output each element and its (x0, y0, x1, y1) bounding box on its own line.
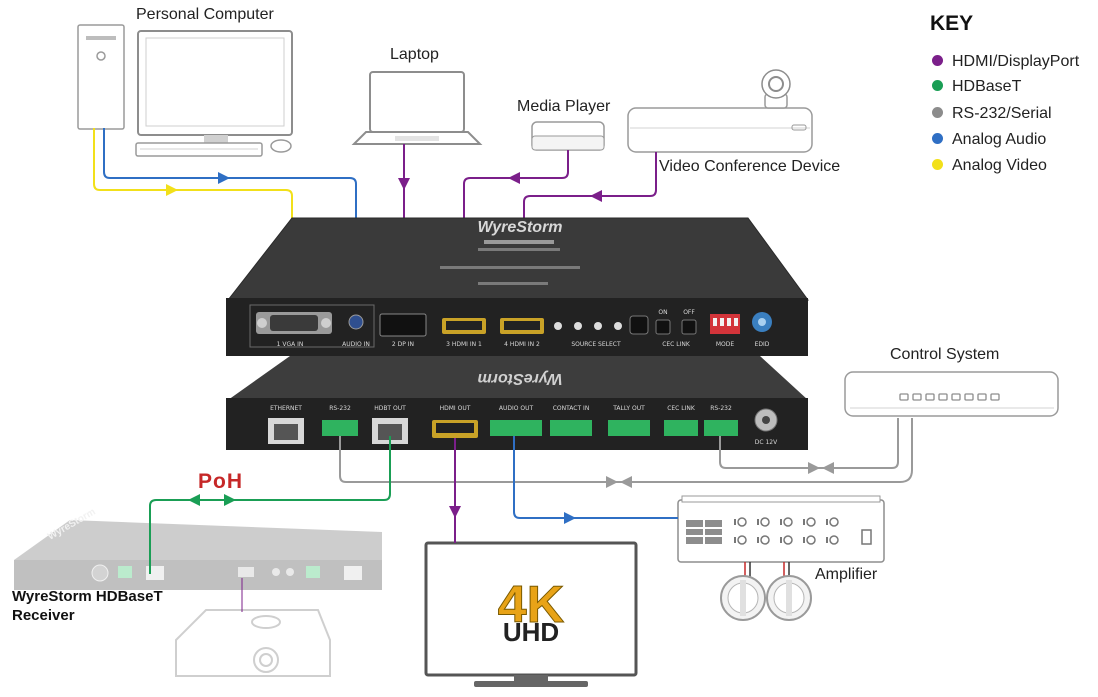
key-item-hdmi: HDMI/DisplayPort (932, 53, 1079, 71)
control-system-icon (844, 371, 1059, 417)
projector-icon (175, 609, 331, 677)
hdbaset-receiver-icon: WyreStorm (14, 506, 382, 590)
rear-port-audio-out: AUDIO OUT (499, 405, 534, 412)
video-conference-device-icon (627, 69, 813, 153)
receiver-label-line2: Receiver (12, 607, 75, 624)
cable-vga-yellow (93, 128, 293, 318)
front-brand-label: WyreStorm (477, 219, 562, 236)
video-conference-label: Video Conference Device (659, 158, 841, 175)
media-player-icon (531, 121, 605, 151)
cec-off-label: OFF (683, 309, 695, 316)
front-port-mode: MODE (716, 341, 735, 348)
personal-computer-icon (77, 24, 293, 157)
key-item-analog-audio: Analog Audio (932, 131, 1046, 149)
wyrestorm-front-unit: WyreStorm ON OFF 1 VGA IN AUDIO IN (226, 217, 809, 356)
key-item-label: Analog Video (952, 157, 1047, 174)
key-item-hdbaset: HDBaseT (932, 78, 1021, 96)
rs232-dot-icon (932, 107, 943, 119)
rear-port-cec-link: CEC LINK (667, 405, 696, 412)
front-port-audio-in: AUDIO IN (342, 341, 370, 348)
tv-4k-label: 4K (498, 576, 565, 634)
front-port-dp-in: 2 DP IN (392, 341, 414, 348)
laptop-label: Laptop (390, 46, 439, 63)
rear-port-rs232-2: RS-232 (710, 405, 732, 412)
rear-port-dc-12v: DC 12V (755, 439, 778, 446)
front-port-vga-in: 1 VGA IN (277, 341, 304, 348)
front-port-hdmi-in-1: 3 HDMI IN 1 (446, 341, 482, 348)
analog-video-dot-icon (932, 159, 943, 171)
key-item-label: HDBaseT (952, 78, 1022, 95)
key-item-rs232: RS-232/Serial (932, 105, 1052, 123)
analog-audio-dot-icon (932, 133, 943, 145)
tv-uhd-label: UHD (503, 617, 559, 647)
speaker-left-icon (720, 562, 766, 621)
rear-port-contact-in: CONTACT IN (553, 405, 590, 412)
key-item-label: RS-232/Serial (952, 105, 1052, 122)
front-port-cec-link: CEC LINK (662, 341, 691, 348)
uhd-display-icon: 4K UHD (424, 541, 638, 687)
control-system-label: Control System (890, 346, 1000, 363)
cable-hdbaset-green (149, 436, 391, 574)
front-port-hdmi-in-2: 4 HDMI IN 2 (504, 341, 540, 348)
amplifier-icon (677, 495, 885, 563)
amplifier-label: Amplifier (815, 566, 878, 583)
hdbaset-dot-icon (932, 80, 943, 92)
media-player-label: Media Player (517, 98, 611, 115)
front-port-source-select: SOURCE SELECT (571, 341, 621, 348)
speaker-right-icon (766, 562, 812, 621)
rear-brand-label: WyreStorm (477, 370, 562, 387)
key-item-label: Analog Audio (952, 131, 1047, 148)
hdmi-dot-icon (932, 55, 943, 67)
receiver-label-line1: WyreStorm HDBaseT (12, 588, 163, 605)
rear-port-tally-out: TALLY OUT (612, 405, 645, 412)
poh-label: PoH (198, 470, 243, 493)
wyrestorm-rear-unit: WyreStorm ETHERNET RS-232 HDBT OUT HDMI … (226, 356, 808, 450)
front-port-edid: EDID (755, 341, 770, 348)
cable-audio-out-blue (513, 436, 678, 519)
key-item-label: HDMI/DisplayPort (952, 53, 1080, 70)
personal-computer-label: Personal Computer (136, 6, 274, 23)
rear-port-hdbt-out: HDBT OUT (374, 405, 406, 412)
laptop-icon (351, 71, 483, 145)
key-item-analog-video: Analog Video (932, 157, 1047, 175)
rear-port-ethernet: ETHERNET (270, 405, 302, 412)
rear-port-hdmi-out: HDMI OUT (440, 405, 471, 412)
rear-port-rs232: RS-232 (329, 405, 351, 412)
cec-on-label: ON (658, 309, 667, 316)
key-title: KEY (930, 12, 974, 35)
